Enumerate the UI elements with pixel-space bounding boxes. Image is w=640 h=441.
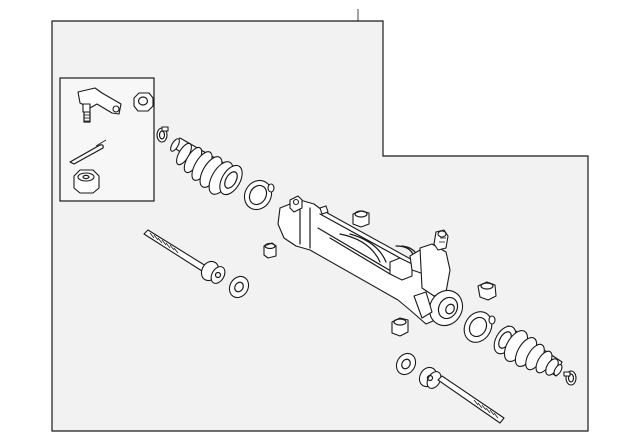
- mount-bushing-right-icon: [477, 281, 497, 301]
- mount-bushing-upper-icon: [352, 210, 370, 228]
- boot-ring-right-icon: [463, 311, 496, 343]
- inner-tie-rod-left-icon: [143, 229, 226, 284]
- inner-tie-rod-bushing-left-icon: [228, 275, 250, 299]
- jam-nut-icon: [133, 92, 154, 112]
- cotter-pin-icon: [69, 139, 107, 165]
- inner-tie-rod-right-icon: [418, 366, 505, 424]
- castle-nut-icon: [73, 169, 100, 194]
- pinion-valve-icon: [413, 229, 464, 327]
- boot-clamp-left-icon: [156, 126, 169, 143]
- inner-tie-rod-bushing-right-icon: [395, 352, 417, 376]
- steering-boot-left-icon: [170, 137, 243, 196]
- mount-grommet-left-icon: [263, 242, 277, 259]
- tie-rod-end-icon: [77, 87, 122, 123]
- boot-clamp-right-icon: [563, 370, 577, 386]
- steering-boot-right-icon: [493, 325, 563, 377]
- mount-grommet-lower-icon: [391, 317, 409, 337]
- boot-ring-left-icon: [243, 179, 275, 211]
